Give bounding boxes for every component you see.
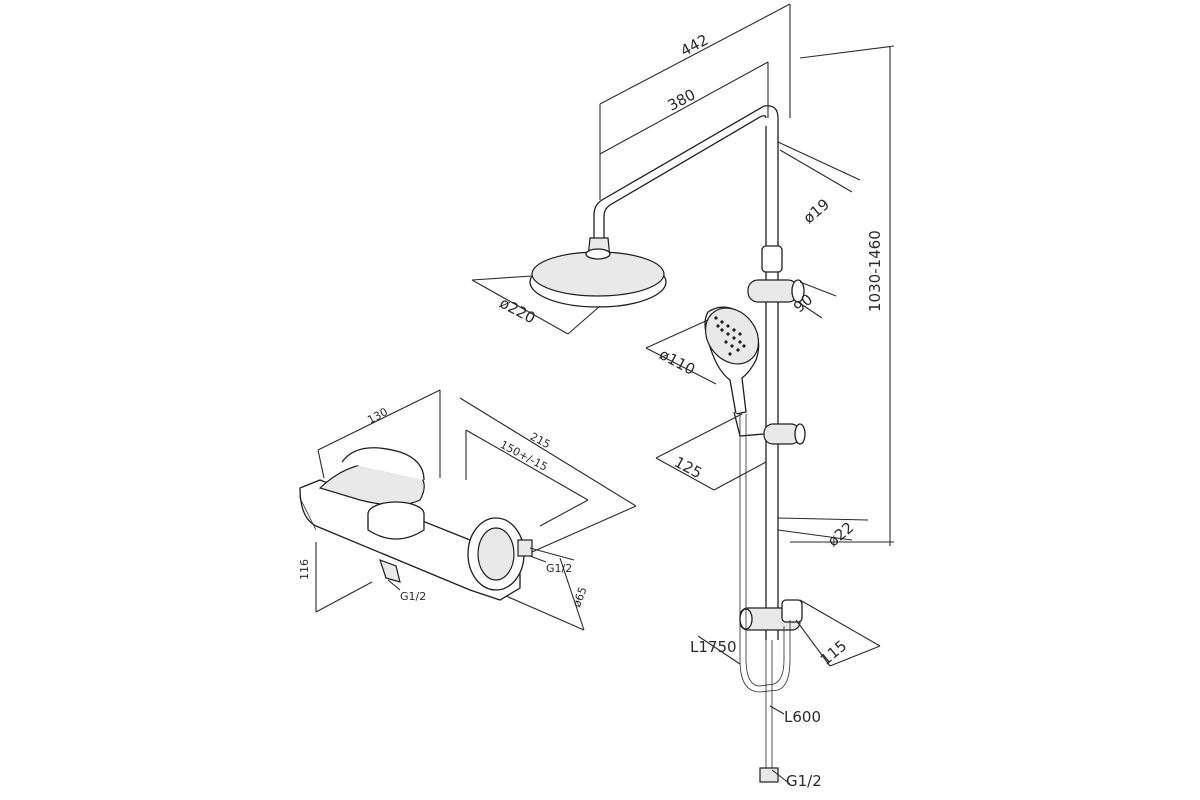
shower-rail-assembly xyxy=(529,105,806,783)
dim-442: 442 xyxy=(678,31,712,60)
outlet-g12 xyxy=(379,558,401,583)
shower-arm-inner xyxy=(603,115,767,238)
hose-l1750 xyxy=(739,414,791,693)
mixer-dimension-lines xyxy=(315,389,637,631)
dim-d65: ø65 xyxy=(570,585,589,609)
dim-d19: ø19 xyxy=(800,195,833,227)
shower-dimension-lines xyxy=(471,3,895,785)
dim-g12-bottom: G1/2 xyxy=(786,772,822,790)
hand-shower xyxy=(704,306,760,415)
dim-215: 215 xyxy=(528,430,553,451)
dim-d22: ø22 xyxy=(824,518,857,550)
lower-wall-bracket xyxy=(739,599,803,631)
rain-shower-head xyxy=(529,248,667,308)
bottom-g12-connector xyxy=(759,767,779,783)
dim-l1750: L1750 xyxy=(690,638,737,656)
dim-l600: L600 xyxy=(784,708,821,726)
dim-1030-1460: 1030-1460 xyxy=(866,230,884,312)
wall-mixer xyxy=(299,447,533,601)
dim-g12-left: G1/2 xyxy=(400,590,426,603)
dim-125: 125 xyxy=(671,453,705,482)
dim-d110: ø110 xyxy=(656,345,698,379)
dim-130: 130 xyxy=(365,405,390,426)
middle-slide-holder xyxy=(733,411,806,445)
dim-d220: ø220 xyxy=(497,294,539,328)
hose-l1750-inner xyxy=(745,414,785,687)
upper-slide-holder xyxy=(747,245,805,303)
dim-380: 380 xyxy=(665,85,699,114)
riser-pipe xyxy=(765,118,779,640)
dim-115: 115 xyxy=(817,637,851,669)
dim-116: 116 xyxy=(298,559,311,580)
dim-g12-right: G1/2 xyxy=(546,562,572,575)
hose-l600 xyxy=(765,640,773,780)
inlet-g12 xyxy=(517,539,533,557)
